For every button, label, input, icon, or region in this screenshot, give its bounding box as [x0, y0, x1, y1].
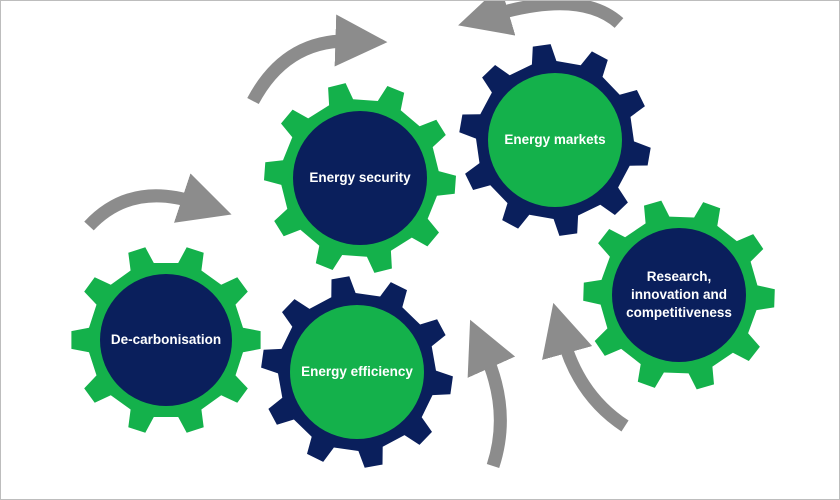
gear-center-energy-security	[293, 111, 427, 245]
arrow-over-energy-security	[247, 14, 388, 105]
gear-label-energy-efficiency: Energy efficiency	[301, 364, 413, 379]
arrow-over-energy-markets	[458, 1, 624, 36]
gear-center-energy-efficiency	[290, 305, 424, 439]
gears-layer	[71, 44, 775, 468]
gear-energy-security	[264, 83, 456, 273]
gear-label-research: Research, innovation and competitiveness	[626, 269, 732, 320]
gear-center-research	[612, 228, 746, 362]
arrow-below-research	[542, 302, 629, 432]
gear-label-energy-markets: Energy markets	[504, 132, 606, 147]
arrow-below-energy-efficiency	[467, 319, 516, 469]
gear-energy-efficiency	[261, 276, 453, 468]
gear-center-energy-markets	[488, 73, 622, 207]
gear-label-de-carbonisation: De-carbonisation	[110, 332, 222, 347]
gear-center-de-carbonisation	[100, 274, 232, 406]
gear-de-carbonisation	[71, 247, 261, 433]
gear-energy-markets	[459, 44, 651, 236]
arrows-layer	[84, 1, 629, 469]
gear-label-energy-security: Energy security	[309, 170, 411, 185]
gear-research	[583, 200, 775, 390]
arrow-over-de-carbonisation	[84, 173, 232, 231]
